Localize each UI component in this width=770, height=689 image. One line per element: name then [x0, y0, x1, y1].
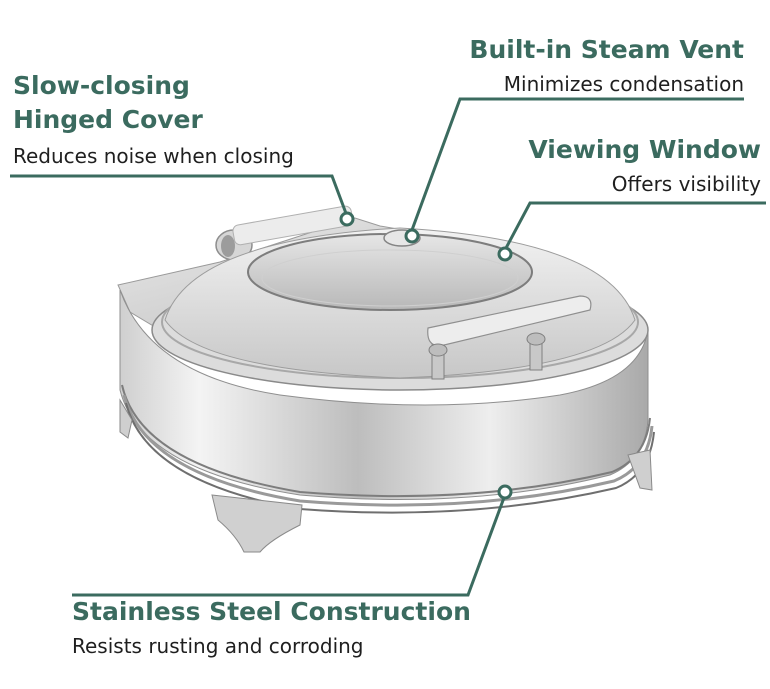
lid-handle [427, 295, 592, 380]
window-leader-line [503, 201, 766, 251]
steel-description: Resists rusting and corroding [72, 634, 364, 658]
dish-lid [151, 227, 649, 391]
window-title: Viewing Window [528, 135, 761, 164]
cover-description: Reduces noise when closing [13, 144, 294, 168]
dish-legs [119, 398, 653, 553]
window-marker-dot [497, 246, 513, 262]
steel-marker-dot [497, 484, 513, 500]
cover-title-line1: Slow-closing [13, 71, 190, 100]
dish-body [119, 289, 655, 514]
hinge-knob [215, 205, 354, 261]
vent-description: Minimizes condensation [503, 72, 744, 96]
steel-leader-line [72, 494, 507, 597]
steel-title: Stainless Steel Construction [72, 597, 471, 626]
cover-marker-dot [339, 211, 355, 227]
leader-dots [339, 211, 513, 500]
cover-leader-line [10, 174, 349, 217]
cover-title-line2: Hinged Cover [13, 105, 203, 134]
vent-title: Built-in Steam Vent [469, 35, 744, 64]
vent-marker-dot [404, 228, 420, 244]
viewing-window-glass [247, 233, 533, 311]
window-description: Offers visibility [611, 172, 761, 196]
leader-lines [10, 97, 766, 597]
vent-leader-line [410, 97, 744, 231]
